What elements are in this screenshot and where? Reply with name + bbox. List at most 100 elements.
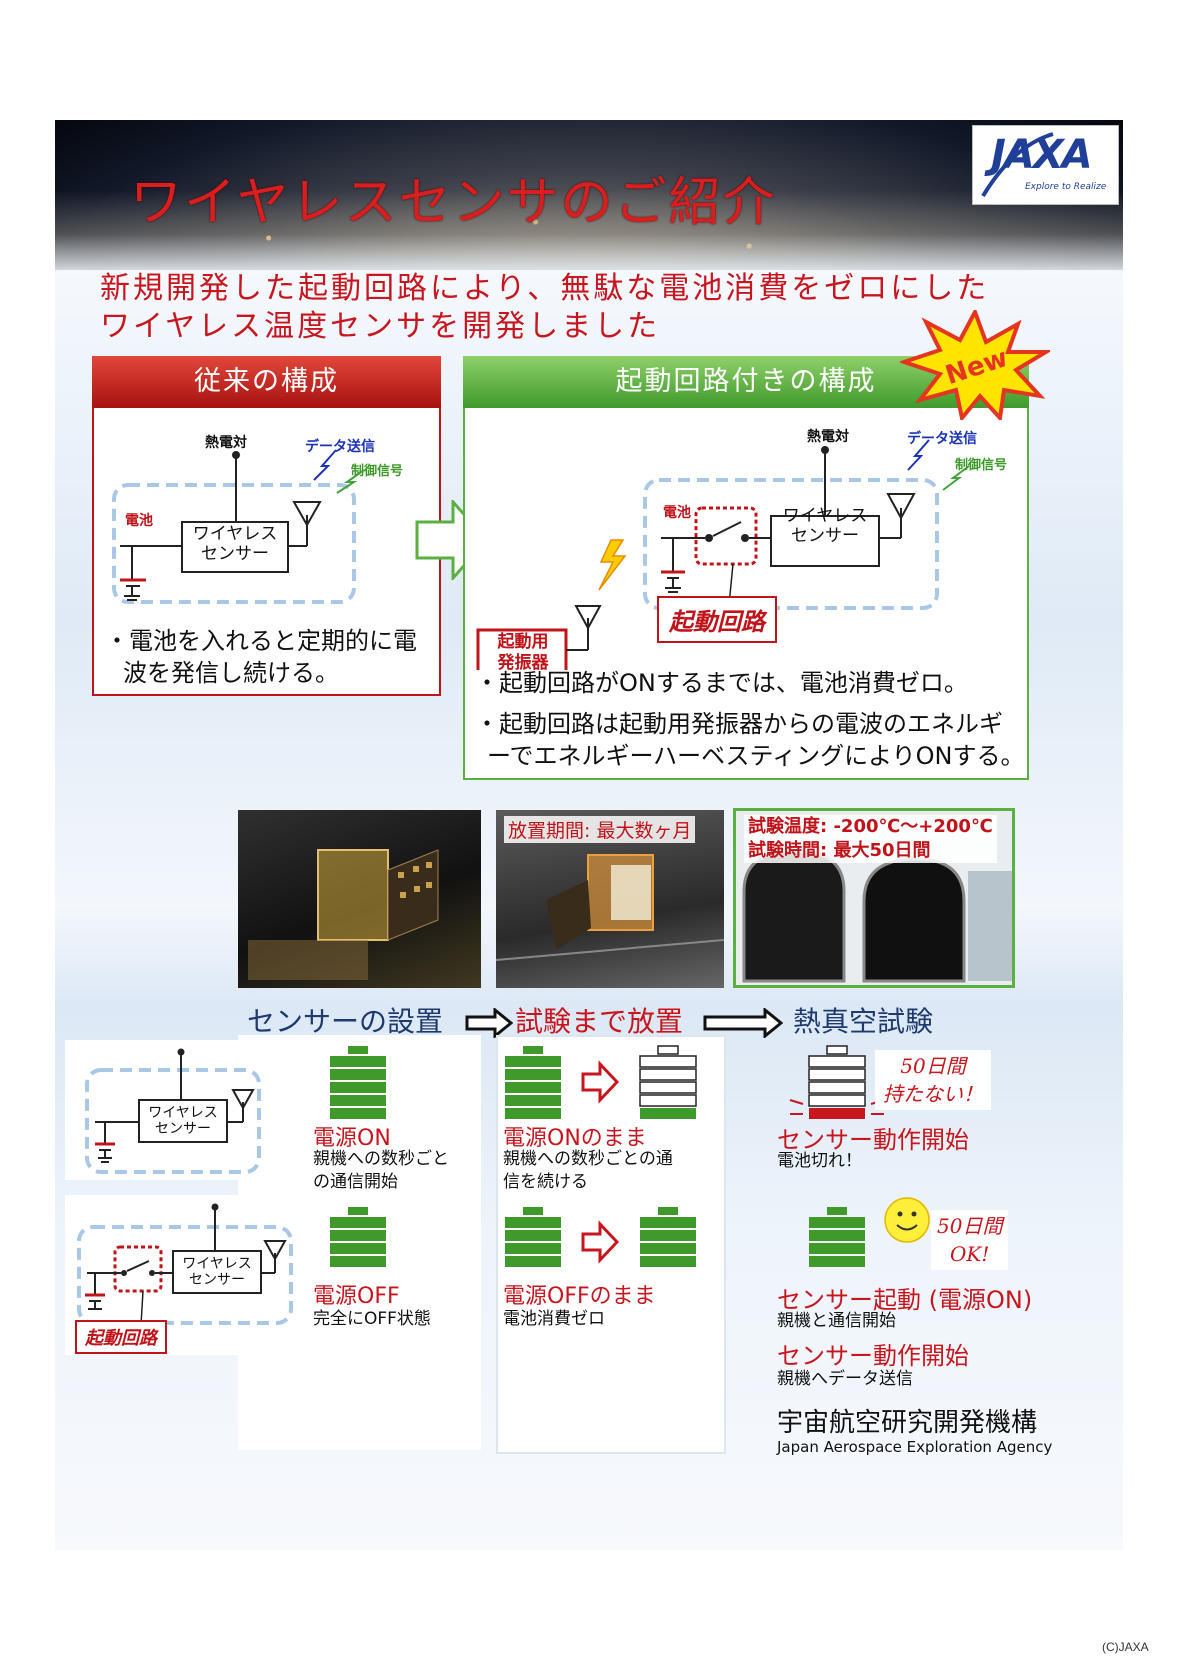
battery-empty-icon: [789, 1045, 885, 1119]
new-data-tx-label: データ送信: [907, 431, 977, 447]
poster: ワイヤレスセンサのご紹介 JAXA Explore to Realize 新規開…: [55, 120, 1123, 1550]
logo-word: JAXA: [991, 132, 1093, 178]
row-conventional-s1-label: 電源ON: [313, 1126, 391, 1151]
desc-line1: 親機への数秒ごとの通: [503, 1149, 673, 1169]
copyright: (C)JAXA: [1102, 1640, 1149, 1654]
desc-line1: 親機への数秒ごと: [313, 1149, 449, 1169]
headline-line1: 新規開発した起動回路により、無駄な電池消費をゼロにした: [100, 271, 990, 306]
sensor-label-line1: ワイヤレス: [782, 506, 868, 526]
conventional-thermocouple-label: 熱電対: [205, 435, 247, 451]
photo-sensor-install: [238, 810, 481, 988]
conventional-header: 従来の構成: [92, 356, 441, 408]
new-circuit-diagram: [476, 439, 970, 670]
desc-line2: 信を続ける: [503, 1172, 588, 1192]
stage-install-label: センサーの設置: [247, 1005, 444, 1038]
new-battery-label: 電池: [663, 505, 691, 521]
new-sensor-label: ワイヤレス センサー: [771, 506, 879, 546]
stage-thermal-vacuum-label: 熱真空試験: [793, 1005, 934, 1038]
sensor-label-line1: ワイヤレス: [192, 524, 278, 544]
desc-line2: の通信開始: [313, 1172, 398, 1192]
row-new-s1-label: 電源OFF: [313, 1284, 400, 1309]
conventional-circuit-diagram: [112, 449, 365, 604]
battery-full-icon: [330, 1207, 386, 1267]
oscillator-label-line2: 発振器: [497, 653, 549, 673]
photo-thermal-vacuum: 試験温度: -200℃～+200℃ 試験時間: 最大50日間: [733, 808, 1015, 988]
earth-night-image: [55, 190, 1123, 270]
note-line1: 50日間: [937, 1214, 1003, 1238]
thermal-vacuum-caption-line1: 試験温度: -200℃～+200℃: [748, 816, 993, 837]
smiley-icon: [884, 1197, 930, 1243]
conventional-sensor-label: ワイヤレス センサー: [182, 524, 288, 564]
sensor-label-line1: ワイヤレス: [182, 1256, 252, 1272]
new-bullet2-line1: ・起動回路は起動用発振器からの電波のエネルギ: [475, 710, 1003, 738]
stage-standby-label: 試験まで放置: [515, 1005, 684, 1038]
thermal-vacuum-caption: 試験温度: -200℃～+200℃ 試験時間: 最大50日間: [744, 815, 997, 863]
row-new-s3-desc2: 親機へデータ送信: [777, 1369, 913, 1389]
row-new-s2-label: 電源OFFのまま: [503, 1284, 656, 1309]
battery-full-icon: [330, 1046, 386, 1119]
row-new-s3-label2: センサー動作開始: [777, 1342, 969, 1370]
row-conventional-s2-desc: 親機への数秒ごとの通 信を続ける: [503, 1148, 673, 1194]
conventional-battery-label: 電池: [125, 513, 153, 529]
conventional-bullet-line1: ・電池を入れると定期的に電: [105, 627, 417, 655]
headline: 新規開発した起動回路により、無駄な電池消費をゼロにした ワイヤレス温度センサを開…: [100, 270, 989, 346]
banner: ワイヤレスセンサのご紹介 JAXA Explore to Realize: [55, 120, 1123, 270]
jaxa-logo: JAXA Explore to Realize: [972, 125, 1119, 205]
battery-full-icon: [640, 1207, 696, 1267]
main-title: ワイヤレスセンサのご紹介: [130, 173, 777, 233]
stage-arrow-2-icon: [703, 1008, 783, 1038]
conventional-data-tx-label: データ送信: [305, 439, 375, 455]
standby-caption: 放置期間: 最大数ヶ月: [504, 816, 696, 843]
new-control-label: 制御信号: [955, 458, 1008, 473]
new-wake-circuit-label: 起動回路: [657, 596, 777, 643]
row-new-note: 50日間 OK!: [931, 1210, 1009, 1270]
row-new-s1-desc: 完全にOFF状態: [313, 1309, 431, 1329]
sensor-label-line2: センサー: [791, 526, 859, 546]
oscillator-label-line1: 起動用: [497, 632, 549, 652]
stage-arrow-1-icon: [465, 1008, 513, 1038]
new-thermocouple-label: 熱電対: [807, 429, 849, 445]
note-line1: 50日間: [900, 1054, 966, 1078]
new-bullet1: ・起動回路がONするまでは、電池消費ゼロ。: [475, 669, 968, 697]
row-new-sensor-label: ワイヤレス センサー: [173, 1256, 261, 1288]
battery-full-icon: [505, 1046, 561, 1119]
row-conventional-s3-desc: 電池切れ！: [777, 1151, 862, 1171]
org-name-en: Japan Aerospace Exploration Agency: [777, 1438, 1053, 1456]
new-bullet2-line2: ーでエネルギーハーベスティングによりONする。: [487, 742, 1025, 770]
row-conventional-note: 50日間 持たない！: [875, 1050, 991, 1110]
logo-tagline: Explore to Realize: [1025, 182, 1107, 192]
row-new-s3-label1: センサー起動 (電源ON): [777, 1286, 1033, 1314]
conventional-bullet: ・電池を入れると定期的に電 波を発信し続ける。: [105, 625, 417, 689]
conventional-bullet-line2: 波を発信し続ける。: [123, 659, 339, 687]
org-name-ja: 宇宙航空研究開発機構: [777, 1408, 1038, 1438]
note-line2: 持たない！: [883, 1082, 983, 1106]
row-conventional-s2-label: 電源ONのまま: [503, 1126, 647, 1151]
sensor-label-line2: センサー: [155, 1121, 211, 1137]
orange-arrow-icon: [581, 1060, 620, 1104]
new-starburst-icon: [900, 310, 1050, 420]
battery-full-icon: [505, 1207, 561, 1267]
sensor-label-line2: センサー: [189, 1272, 245, 1288]
oscillator-label: 起動用 発振器: [481, 632, 565, 674]
row-new-s3-desc1: 親機と通信開始: [777, 1311, 896, 1331]
sensor-label-line2: センサー: [201, 544, 269, 564]
row-conventional-s3-label: センサー動作開始: [777, 1126, 969, 1154]
photo-standby: 放置期間: 最大数ヶ月: [496, 810, 724, 988]
sensor-label-line1: ワイヤレス: [148, 1105, 218, 1121]
row-conventional-sensor-label: ワイヤレス センサー: [139, 1105, 227, 1137]
headline-line2: ワイヤレス温度センサを開発しました: [100, 309, 661, 344]
battery-full-icon: [809, 1207, 865, 1267]
row-new-wake-circuit-label: 起動回路: [75, 1320, 167, 1354]
row-conventional-s1-desc: 親機への数秒ごと の通信開始: [313, 1148, 449, 1194]
orange-arrow-icon: [581, 1220, 620, 1264]
battery-low-icon: [639, 1045, 697, 1119]
conventional-control-label: 制御信号: [351, 464, 404, 479]
note-line2: OK!: [950, 1242, 990, 1266]
battery-icons-layer: [330, 1045, 930, 1267]
thermal-vacuum-caption-line2: 試験時間: 最大50日間: [748, 840, 931, 861]
jaxa-swoosh-icon: [981, 132, 1054, 198]
row-new-s2-desc: 電池消費ゼロ: [503, 1309, 605, 1329]
row-conventional-circuit-diagram: [85, 1048, 261, 1174]
new-bullet2: ・起動回路は起動用発振器からの電波のエネルギ ーでエネルギーハーベスティングによ…: [475, 708, 1024, 772]
row-new-circuit-diagram: [77, 1203, 293, 1326]
